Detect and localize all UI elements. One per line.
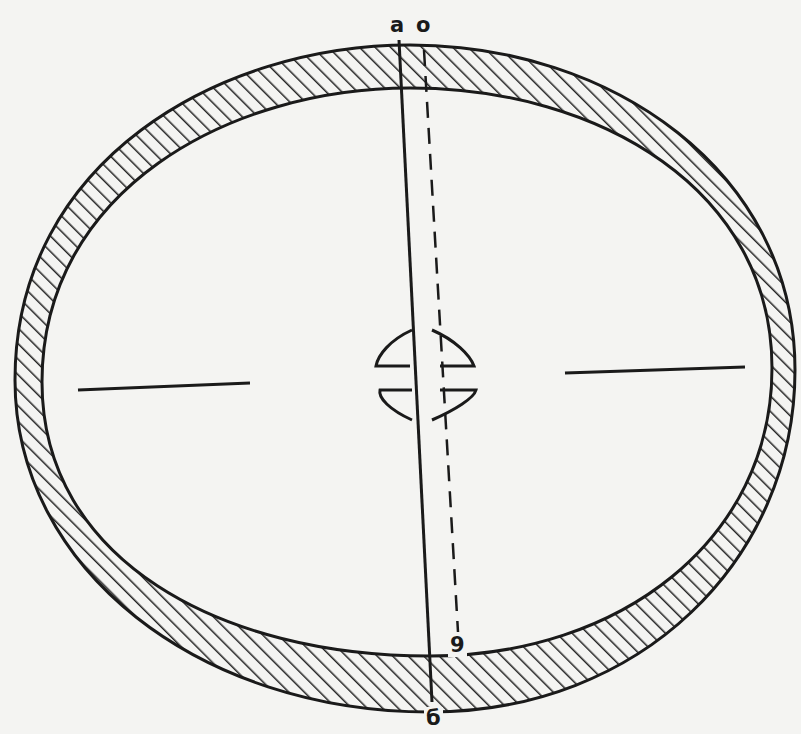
callout-letter: о (414, 14, 432, 37)
axis-line (399, 40, 432, 702)
callout-letter: 9 (448, 634, 467, 657)
horizontal-mark (78, 383, 250, 390)
midline-structure (376, 330, 476, 420)
callout-letter: б (424, 707, 443, 730)
callout-letter: а (388, 14, 406, 37)
horizontal-mark (565, 367, 745, 373)
